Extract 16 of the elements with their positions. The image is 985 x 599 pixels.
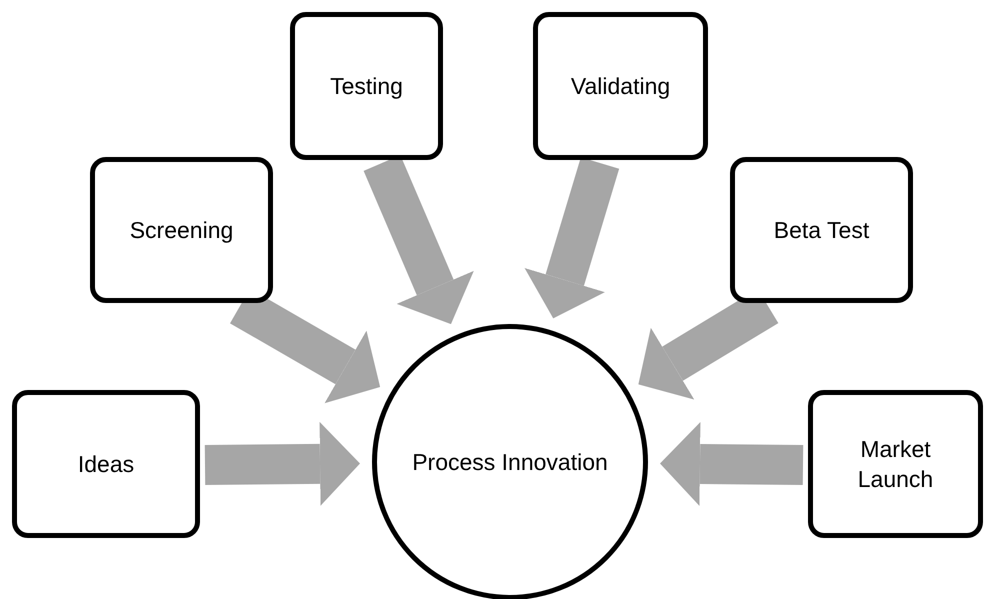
process-box: [90, 157, 273, 303]
node-label: Process Innovation: [412, 448, 608, 477]
node-label: Testing: [330, 72, 403, 101]
node-label: Ideas: [78, 450, 134, 479]
process-box: [533, 12, 708, 160]
arrow: [524, 157, 620, 318]
process-box: [808, 390, 983, 538]
process-box: [290, 12, 443, 160]
process-box: [12, 390, 200, 538]
node-label: Screening: [130, 216, 234, 245]
arrow: [660, 422, 804, 506]
node-label: Validating: [570, 72, 670, 101]
process-box: [730, 157, 913, 303]
node-label: Beta Test: [774, 216, 870, 245]
arrow: [204, 422, 360, 506]
node-label: Market Launch: [856, 435, 934, 494]
